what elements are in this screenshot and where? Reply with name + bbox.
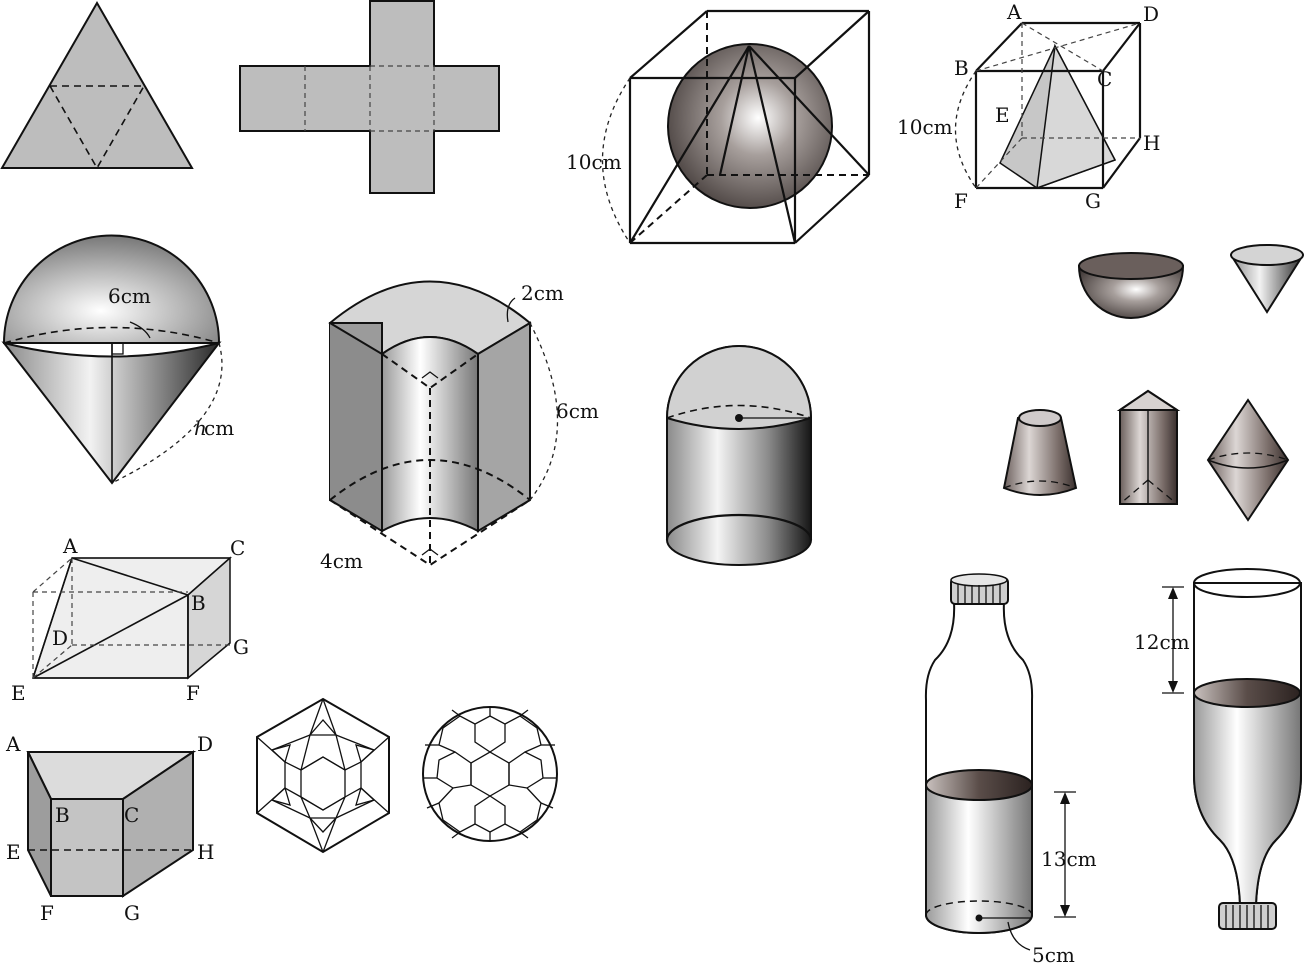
cuboid-vertex-b: B xyxy=(191,591,206,615)
vertex-d-label: D xyxy=(1143,2,1159,26)
cuboid-vertex-e: E xyxy=(11,681,26,705)
prism-vertex-g: G xyxy=(124,901,140,925)
cuboid-vertex-g: G xyxy=(233,635,249,659)
cube-net-icon xyxy=(239,0,500,194)
prism-vertex-d: D xyxy=(197,732,213,756)
frustum-icon xyxy=(1002,409,1078,496)
prism-vertex-b: B xyxy=(55,803,70,827)
hemisphere-radius-label: 6cm xyxy=(108,284,151,308)
cone-icon xyxy=(1230,244,1304,314)
prism-vertex-c: C xyxy=(124,803,139,827)
vertex-b-label: B xyxy=(954,56,969,80)
vertex-a-label: A xyxy=(1006,0,1022,24)
air-height-label: 12cm xyxy=(1134,630,1190,654)
hollow-cylinder-icon: 2cm 6cm 4cm xyxy=(320,280,599,573)
water-height-label: 13cm xyxy=(1041,847,1097,871)
pyramid-cube-edge-label: 10cm xyxy=(897,115,953,139)
cuboid-vertex-a: A xyxy=(62,534,78,558)
hemisphere-cone-icon: 6cm h cm xyxy=(1,234,234,485)
wall-thickness-label: 2cm xyxy=(521,281,564,305)
block-height-label: 6cm xyxy=(556,399,599,423)
bottle-upright-icon: 13cm 5cm xyxy=(924,573,1097,965)
bottle-radius-label: 5cm xyxy=(1032,943,1075,965)
vertex-f-label: F xyxy=(954,189,968,213)
prism-vertex-e: E xyxy=(6,840,21,864)
cuboid-vertex-c: C xyxy=(230,536,245,560)
tetrahedron-net-icon xyxy=(0,0,194,170)
bicone-icon xyxy=(1206,398,1290,522)
vertex-h-label: H xyxy=(1143,131,1160,155)
cuboid-vertex-f: F xyxy=(186,681,200,705)
prism-vertex-f: F xyxy=(40,901,54,925)
truncated-icosahedron-icon xyxy=(422,706,558,842)
pyramid-in-cube-icon: A B C D E F G H 10cm xyxy=(897,0,1160,213)
cuboid-icon: A B C D E F G xyxy=(11,534,249,705)
prism-vertex-h: H xyxy=(197,840,214,864)
cube-edge-label: 10cm xyxy=(566,150,622,174)
icosidodecahedron-icon xyxy=(256,697,390,854)
bottle-inverted-icon: 12cm xyxy=(1134,568,1302,930)
sphere-in-cube-icon: 10cm xyxy=(566,9,871,245)
prism-vertex-a: A xyxy=(5,732,21,756)
slant-height-unit-label: cm xyxy=(204,416,234,440)
vertex-g-label: G xyxy=(1085,189,1101,213)
inner-radius-label: 4cm xyxy=(320,549,363,573)
cuboid-vertex-d: D xyxy=(52,626,68,650)
slant-height-var-label: h xyxy=(194,416,207,440)
capsule-icon xyxy=(665,345,813,566)
bowl-icon xyxy=(1077,252,1185,319)
vertex-c-label: C xyxy=(1097,67,1112,91)
trapezoid-prism-icon: A B C D E F G H xyxy=(5,732,214,925)
triangular-prism-icon xyxy=(1116,389,1181,505)
vertex-e-label: E xyxy=(995,103,1010,127)
